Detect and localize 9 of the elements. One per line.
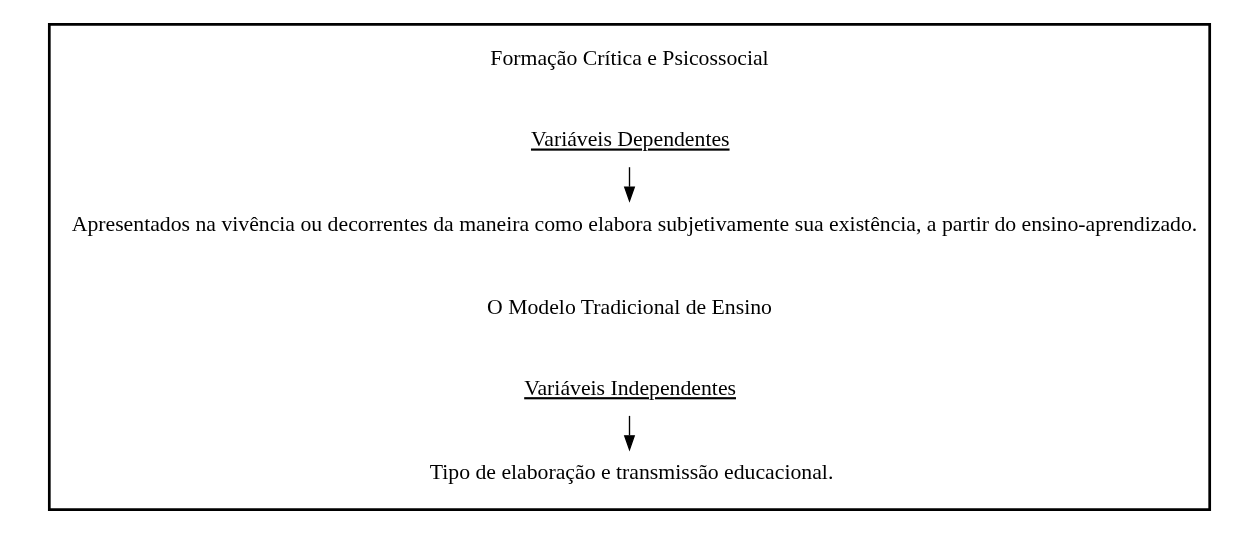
cluster	[47, 23, 1212, 511]
node-text: Variáveis Independentes	[524, 376, 737, 401]
node-text: Tipo de elaboração e transmissão educacional.	[429, 460, 834, 485]
node-text: Variáveis Dependentes	[530, 127, 730, 152]
label: O Modelo Tradicional de Ensino	[487, 294, 772, 319]
arrow	[623, 415, 636, 452]
label: Formação Crítica e Psicossocial	[490, 45, 769, 70]
node-text: Apresentados na vivência ou decorrentes da maneira como elabora subjetivamente sua existência, a partir do ensino-aprendizado.	[71, 211, 1198, 236]
arrow	[623, 166, 636, 203]
